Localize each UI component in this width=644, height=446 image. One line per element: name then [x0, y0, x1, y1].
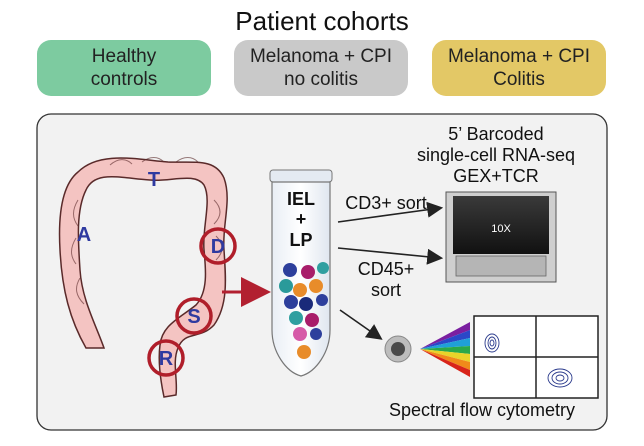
region-ascending-label: A — [77, 224, 91, 246]
cohort-label-line1: Melanoma + CPI — [448, 46, 590, 67]
flow-arrow — [339, 309, 383, 340]
tube-cap — [269, 169, 333, 183]
cd45-sort-arrow — [337, 247, 444, 265]
seq-label-line1: 5’ Barcoded — [448, 124, 543, 144]
cohort-box — [234, 40, 408, 96]
cohort-box — [432, 40, 606, 96]
cohort-melanoma-no-colitis: Melanoma + CPI no colitis — [234, 40, 408, 96]
flow-cytometry-illustration — [384, 315, 599, 399]
region-rectum-label: R — [159, 348, 174, 370]
region-sigmoid-circle — [175, 297, 213, 335]
colon-shape — [58, 157, 228, 398]
cohort-healthy-controls: Healthy controls — [37, 40, 211, 96]
cd3-sort-arrow — [337, 201, 444, 223]
region-rectum-circle — [147, 339, 185, 377]
cohort-box — [37, 40, 211, 96]
cohort-label-line1: Melanoma + CPI — [250, 46, 392, 67]
cohort-label-line1: Healthy — [92, 46, 157, 67]
cd45-sort-label-line2: sort — [371, 280, 401, 300]
cd3-sort-label: CD3+ sort — [345, 193, 427, 213]
cohort-label-line2: Colitis — [493, 69, 545, 90]
tube-label-line3: LP — [289, 230, 312, 250]
seq-label-line2: single-cell RNA-seq — [417, 145, 575, 165]
colon-illustration: T A D S R — [58, 157, 237, 398]
seq-label-line3: GEX+TCR — [453, 166, 539, 186]
sample-tube: IEL + LP — [269, 169, 333, 377]
tube-label-line2: + — [296, 209, 307, 229]
tube-body — [271, 181, 331, 377]
cell-mixture — [279, 262, 329, 359]
10x-device: 10X — [445, 191, 557, 283]
figure-title: Patient cohorts — [235, 6, 408, 36]
cohort-melanoma-colitis: Melanoma + CPI Colitis — [432, 40, 606, 96]
cohort-label-line2: no colitis — [284, 69, 358, 90]
tube-label-line1: IEL — [287, 189, 315, 209]
cohort-label-line2: controls — [91, 69, 158, 90]
region-descending-circle — [199, 227, 237, 265]
device-label: 10X — [491, 223, 511, 235]
region-transverse-label: T — [148, 169, 160, 191]
region-descending-label: D — [211, 236, 225, 258]
flow-quadrant-plot — [473, 315, 599, 399]
cd45-sort-label-line1: CD45+ — [358, 259, 415, 279]
flow-cytometry-label: Spectral flow cytometry — [389, 400, 575, 420]
region-sigmoid-label: S — [187, 306, 200, 328]
